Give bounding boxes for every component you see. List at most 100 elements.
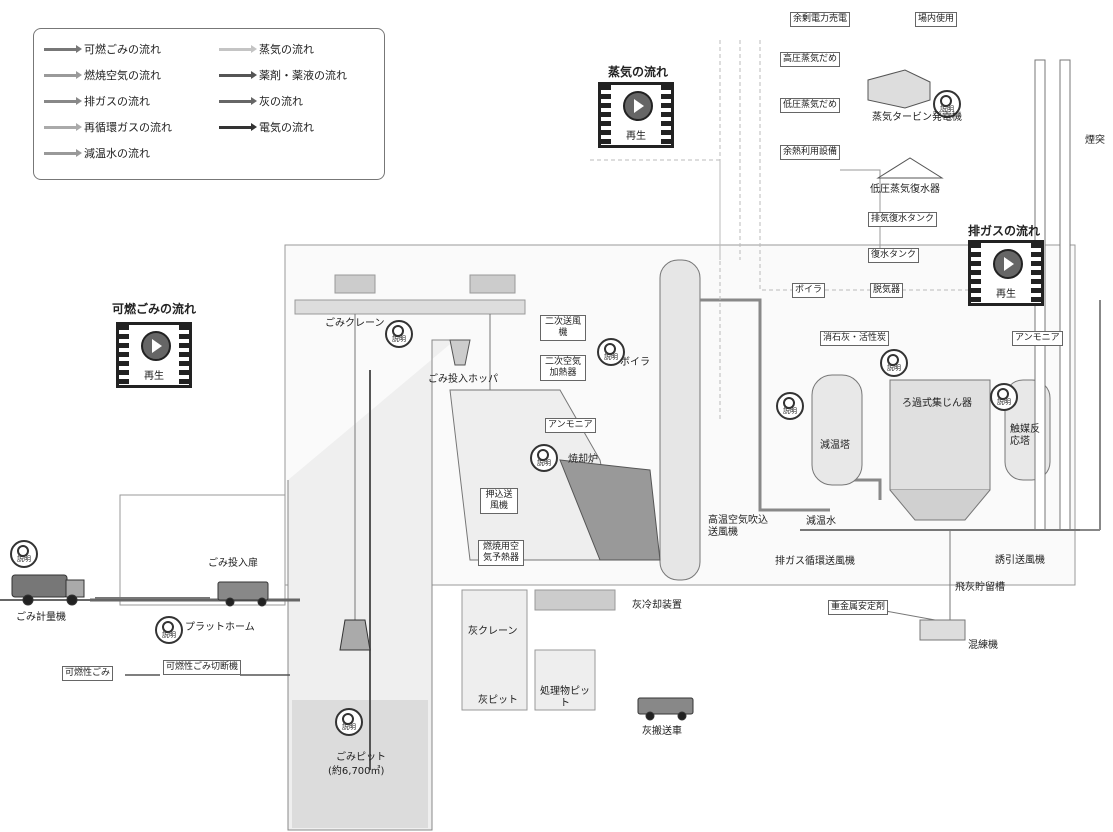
explain-platform-icon[interactable]: 説明 xyxy=(155,616,183,644)
label-garbage-pit-volume: (約6,700㎥) xyxy=(328,766,384,778)
video-steam-flow[interactable]: 再生 xyxy=(598,82,674,148)
label-weighbridge: ごみ計量機 xyxy=(16,612,66,624)
label-cooling-tower: 減温塔 xyxy=(820,440,850,452)
play-icon xyxy=(141,331,171,361)
explain-text: 説明 xyxy=(342,723,356,731)
label-ash-crane: 灰クレーン xyxy=(468,626,518,638)
explain-incinerator-icon[interactable]: 説明 xyxy=(530,444,558,472)
label-cooling-water: 減温水 xyxy=(806,516,836,528)
explain-pit-icon[interactable]: 説明 xyxy=(335,708,363,736)
label-hp-header: 高圧蒸気だめ xyxy=(780,52,840,67)
play-icon xyxy=(993,249,1023,279)
legend-item: 排ガスの流れ xyxy=(44,95,150,108)
label-shredder: 可燃性ごみ切断機 xyxy=(163,660,241,675)
video-caption: 再生 xyxy=(971,285,1041,300)
explain-text: 説明 xyxy=(997,398,1011,406)
label-lp-header: 低圧蒸気だめ xyxy=(780,98,840,113)
label-hightemp-fan: 高温空気吹込送風機 xyxy=(708,515,768,539)
label-turbine: 蒸気タービン発電機 xyxy=(872,112,962,124)
label-combustion-air-heater: 燃焼用空気予熱器 xyxy=(478,540,524,566)
legend-label: 燃焼空気の流れ xyxy=(84,69,161,82)
explain-text: 説明 xyxy=(17,555,31,563)
label-heavy-metal: 重金属安定剤 xyxy=(828,600,888,615)
condenser-shape xyxy=(878,158,942,178)
explain-text: 説明 xyxy=(887,364,901,372)
legend-swatch xyxy=(44,74,78,77)
label-denitration: 触媒反応塔 xyxy=(1010,424,1040,448)
label-garbage-crane: ごみクレーン xyxy=(325,318,385,330)
label-secondary-fan: 二次送風機 xyxy=(540,315,586,341)
label-ash-cooler: 灰冷却装置 xyxy=(632,600,682,612)
ash-truck xyxy=(638,698,693,720)
label-lime-carbon: 消石灰・活性炭 xyxy=(820,331,889,346)
explain-bag-filter-icon[interactable]: 説明 xyxy=(880,349,908,377)
legend-item: 電気の流れ xyxy=(219,121,314,134)
label-ash-truck: 灰搬送車 xyxy=(642,726,682,738)
legend-swatch xyxy=(219,74,253,77)
legend-swatch xyxy=(44,100,78,103)
label-hopper: ごみ投入ホッパ xyxy=(428,374,498,386)
legend-label: 灰の流れ xyxy=(259,95,303,108)
legend-label: 排ガスの流れ xyxy=(84,95,150,108)
label-boiler-box: ボイラ xyxy=(792,283,825,298)
label-incinerator: 焼却炉 xyxy=(568,454,598,466)
video-title-garbage: 可燃ごみの流れ xyxy=(112,300,196,317)
video-title-steam: 蒸気の流れ xyxy=(608,63,668,80)
label-platform: プラットホーム xyxy=(185,622,255,634)
legend-item: 再循環ガスの流れ xyxy=(44,121,172,134)
video-caption: 再生 xyxy=(601,127,671,142)
play-icon xyxy=(623,91,653,121)
legend-swatch xyxy=(44,152,78,155)
legend-swatch xyxy=(44,48,78,51)
explain-text: 説明 xyxy=(392,335,406,343)
label-push-fan: 押込送風機 xyxy=(480,488,518,514)
label-deaerator: 脱気器 xyxy=(870,283,903,298)
legend-label: 再循環ガスの流れ xyxy=(84,121,172,134)
label-garbage-pit: ごみピット xyxy=(336,752,386,764)
explain-weighbridge-icon[interactable]: 説明 xyxy=(10,540,38,568)
label-heat-use: 余熱利用設備 xyxy=(780,145,840,160)
explain-cooling-tower-icon[interactable]: 説明 xyxy=(776,392,804,420)
explain-text: 説明 xyxy=(604,353,618,361)
label-secondary-heater: 二次空気加熱器 xyxy=(540,355,586,381)
label-ash-pit: 灰ピット xyxy=(478,695,518,707)
explain-crane-icon[interactable]: 説明 xyxy=(385,320,413,348)
legend-label: 薬剤・薬液の流れ xyxy=(259,69,347,82)
label-induced-fan: 誘引送風機 xyxy=(995,555,1045,567)
label-surplus-power: 余剰電力売電 xyxy=(790,12,850,27)
label-condensate-tank: 排気復水タンク xyxy=(868,212,937,227)
legend-item: 薬剤・薬液の流れ xyxy=(219,69,347,82)
label-bag-filter: ろ過式集じん器 xyxy=(902,398,972,410)
label-feedwater-tank: 復水タンク xyxy=(868,248,919,263)
label-ammonia-2: アンモニア xyxy=(1012,331,1063,346)
legend: 可燃ごみの流れ 燃焼空気の流れ 排ガスの流れ 再循環ガスの流れ 減温水の流れ 蒸… xyxy=(33,28,385,180)
video-exhaust-flow[interactable]: 再生 xyxy=(968,240,1044,306)
legend-swatch xyxy=(44,126,78,129)
crane-grapple xyxy=(340,620,370,650)
video-caption: 再生 xyxy=(119,367,189,382)
video-garbage-flow[interactable]: 再生 xyxy=(116,322,192,388)
label-tipping-door: ごみ投入扉 xyxy=(208,558,258,570)
label-condenser: 低圧蒸気復水器 xyxy=(870,184,940,196)
legend-label: 可燃ごみの流れ xyxy=(84,43,161,56)
label-in-plant: 場内使用 xyxy=(915,12,957,27)
explain-denitration-icon[interactable]: 説明 xyxy=(990,383,1018,411)
legend-item: 可燃ごみの流れ xyxy=(44,43,161,56)
label-boiler: ボイラ xyxy=(620,357,650,369)
label-kneader: 混練機 xyxy=(968,640,998,652)
legend-swatch xyxy=(219,126,253,129)
legend-item: 燃焼空気の流れ xyxy=(44,69,161,82)
label-combustible: 可燃性ごみ xyxy=(62,666,113,681)
label-recirc-fan: 排ガス循環送風機 xyxy=(775,556,855,568)
explain-text: 説明 xyxy=(162,631,176,639)
turbine-shape xyxy=(868,70,930,108)
label-treated-pit: 処理物ピット xyxy=(540,686,590,710)
label-stack: 煙突 xyxy=(1085,135,1105,147)
legend-label: 減温水の流れ xyxy=(84,147,150,160)
legend-item: 蒸気の流れ xyxy=(219,43,314,56)
explain-text: 説明 xyxy=(783,407,797,415)
legend-swatch xyxy=(219,100,253,103)
legend-swatch xyxy=(219,48,253,51)
label-ammonia-1: アンモニア xyxy=(545,418,596,433)
legend-label: 蒸気の流れ xyxy=(259,43,314,56)
